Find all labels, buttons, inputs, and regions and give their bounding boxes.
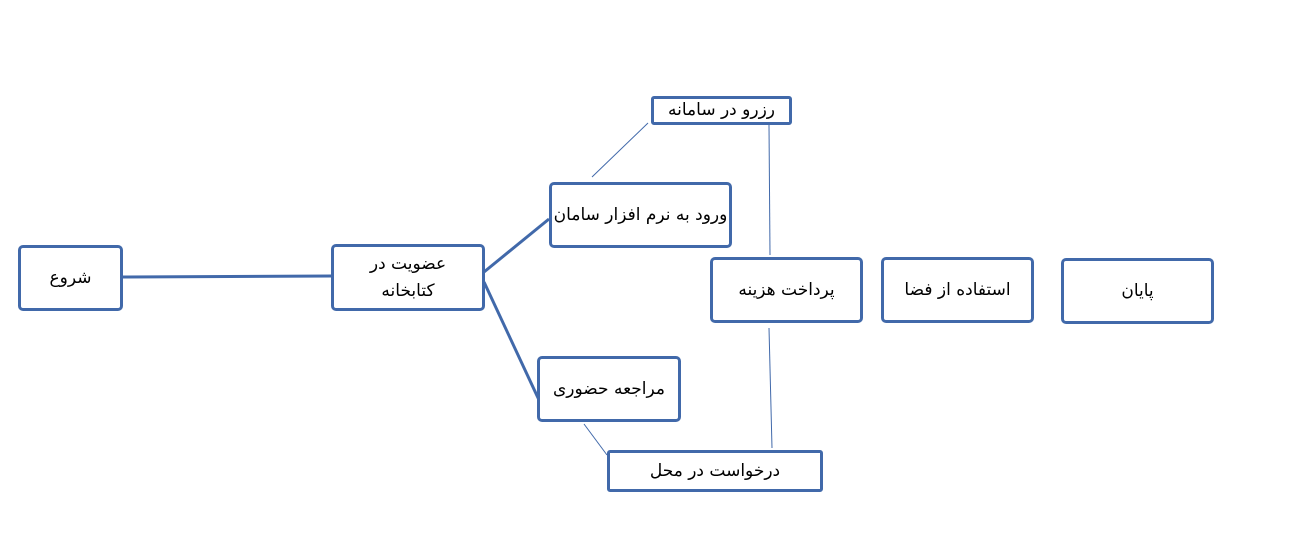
- membership-node-label: عضویت در کتابخانه: [369, 254, 447, 301]
- use-space-node: استفاده از فضا: [881, 257, 1034, 323]
- edge-login-to-reserve: [591, 122, 649, 178]
- onsite-request-node: درخواست در محل: [607, 450, 823, 492]
- edge-membership-to-in-person: [482, 281, 541, 401]
- login-node-label: ورود به نرم افزار سامان: [553, 204, 728, 225]
- edge-onsite-request-to-payment: [768, 327, 773, 449]
- edge-in-person-to-onsite-request: [583, 423, 608, 456]
- onsite-request-node-label: درخواست در محل: [649, 460, 781, 481]
- edge-reserve-to-payment: [768, 124, 771, 256]
- reserve-node-label: رزرو در سامانه: [668, 100, 775, 121]
- payment-node-label: پرداخت هزینه: [738, 279, 835, 300]
- start-node: شروع: [18, 245, 123, 311]
- payment-node: پرداخت هزینه: [710, 257, 863, 323]
- start-node-label: شروع: [49, 267, 92, 288]
- edge-start-to-membership: [121, 274, 333, 279]
- end-node: پایان: [1061, 258, 1214, 324]
- end-node-label: پایان: [1121, 280, 1154, 301]
- edge-membership-to-login: [483, 217, 550, 274]
- in-person-node: مراجعه حضوری: [537, 356, 681, 422]
- use-space-node-label: استفاده از فضا: [904, 279, 1011, 300]
- in-person-node-label: مراجعه حضوری: [553, 378, 665, 399]
- membership-node: عضویت در کتابخانه: [331, 244, 485, 311]
- reserve-node: رزرو در سامانه: [651, 96, 792, 125]
- login-node: ورود به نرم افزار سامان: [549, 182, 732, 248]
